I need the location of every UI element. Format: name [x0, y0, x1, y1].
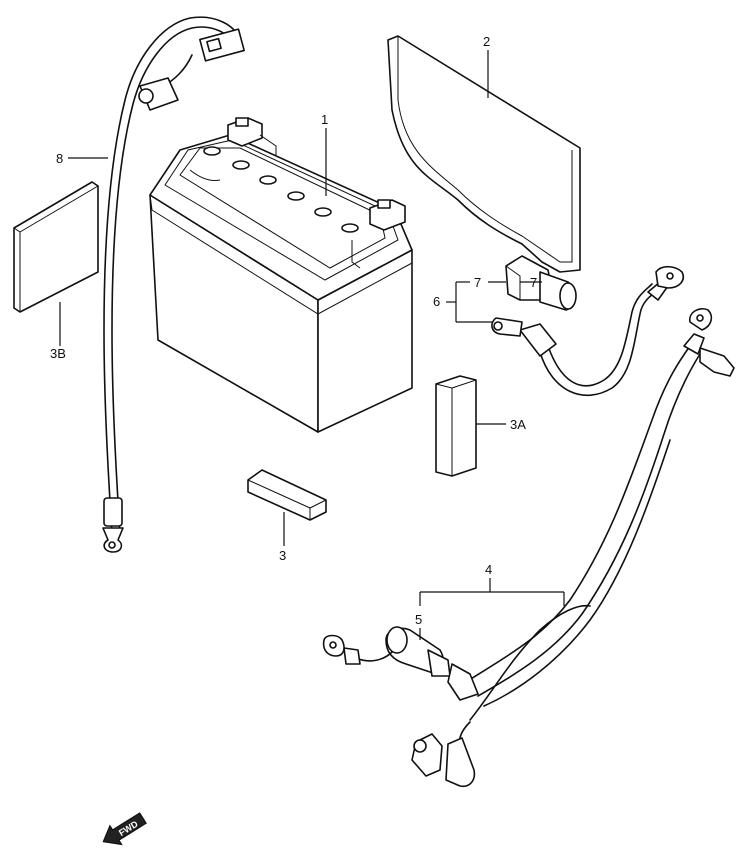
label-7-upper: 7	[474, 275, 481, 290]
label-3: 3	[279, 548, 286, 563]
label-6: 6	[433, 294, 440, 309]
starter-cable[interactable]	[411, 307, 735, 788]
label-3b: 3B	[50, 346, 66, 361]
label-3a: 3A	[510, 417, 526, 432]
pad-3a[interactable]	[435, 375, 477, 477]
leader-lines	[59, 50, 565, 640]
cover-plate[interactable]	[387, 35, 581, 273]
label-2: 2	[483, 34, 490, 49]
battery[interactable]	[149, 117, 413, 433]
label-4: 4	[485, 562, 492, 577]
label-7-lower: 7	[530, 275, 537, 290]
label-1: 1	[321, 112, 328, 127]
positive-lead-cable[interactable]	[491, 265, 684, 397]
label-8: 8	[56, 151, 63, 166]
pad-3[interactable]	[247, 469, 327, 521]
reference-labels: 1 2 3 3A 3B 4 5 6 7 7 8	[50, 34, 537, 627]
starter-cap[interactable]	[322, 626, 479, 701]
fwd-arrow-icon: FWD	[102, 812, 147, 846]
ground-lead-cable[interactable]	[102, 16, 245, 553]
label-5: 5	[415, 612, 422, 627]
pad-3b[interactable]	[13, 181, 99, 313]
terminal-cap-upper[interactable]	[505, 255, 577, 311]
